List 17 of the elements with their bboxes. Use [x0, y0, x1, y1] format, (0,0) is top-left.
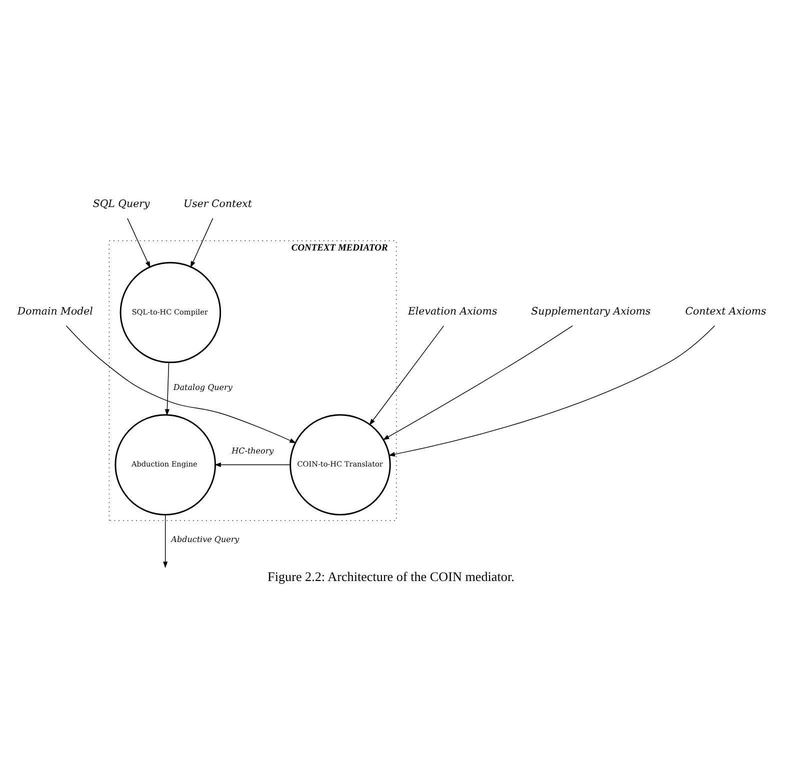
- arrow: [214, 462, 290, 468]
- arrow: [66, 325, 296, 444]
- arrow: [127, 218, 150, 268]
- node-text: Supplementary Axioms: [531, 306, 651, 318]
- arrow: [163, 514, 168, 568]
- arrow: [164, 362, 170, 416]
- arrow: [190, 218, 214, 268]
- node-text: Domain Model: [17, 306, 93, 318]
- caption: Figure 2.2: Architecture of the COIN mediator.: [268, 569, 514, 584]
- node-circle: Abduction Engine: [114, 414, 216, 516]
- arrow: [382, 325, 573, 440]
- node-text: SQL Query: [92, 198, 150, 210]
- arrow: [369, 325, 444, 426]
- node-text: Context Axioms: [685, 306, 766, 318]
- node-text: Elevation Axioms: [408, 306, 498, 318]
- arrow: [388, 325, 716, 457]
- node-text: User Context: [184, 198, 252, 210]
